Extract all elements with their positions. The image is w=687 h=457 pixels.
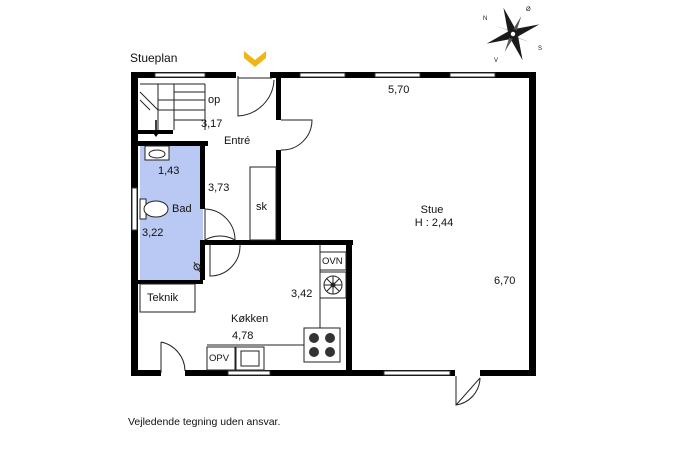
living-height: H : 2,44 (414, 217, 454, 229)
compass-west: V (494, 58, 498, 64)
staircase (139, 83, 206, 130)
windows (131, 72, 496, 376)
compass-north: N (483, 16, 487, 22)
oven-label: OVN (322, 256, 343, 267)
doors (160, 76, 481, 406)
disclaimer: Vejledende tegning uden ansvar. (128, 416, 281, 428)
oven-box (319, 251, 347, 271)
plan-title: Stueplan (130, 51, 178, 65)
living-length: 6,70 (494, 275, 516, 287)
living-label: Stue (420, 204, 444, 216)
stair-arrow-head (151, 130, 161, 137)
closet-label: sk (256, 201, 267, 213)
living-width: 5,70 (388, 84, 410, 96)
kitchen-length: 3,42 (291, 288, 313, 300)
stairs-label: op (208, 94, 221, 106)
compass-icon (486, 7, 540, 61)
fan-icon (319, 271, 347, 299)
kitchen-label: Køkken (231, 313, 269, 325)
kitchen-width: 4,78 (232, 330, 254, 342)
stairs-dimension: 3,17 (201, 118, 223, 130)
utility-label: Teknik (147, 292, 179, 304)
compass-south: S (538, 46, 542, 52)
closet-box (249, 166, 277, 241)
sink-icon (144, 145, 170, 161)
entrance-arrow-icon (244, 51, 266, 67)
bathroom-width: 1,43 (158, 165, 180, 177)
shower-icon (193, 261, 201, 273)
bathroom-label: Bad (172, 203, 192, 215)
dishwasher-label: OPV (209, 353, 230, 364)
entry-dimension: 3,73 (208, 182, 230, 194)
kitchen-sink-icon (235, 346, 265, 371)
bathroom-length: 3,22 (142, 227, 164, 239)
stove-icon (303, 327, 341, 363)
compass-east: Ø (526, 7, 531, 13)
dishwasher-box (206, 346, 236, 371)
utility-box (139, 283, 196, 313)
entry-label: Entré (224, 135, 251, 147)
toilet-icon (139, 198, 169, 220)
